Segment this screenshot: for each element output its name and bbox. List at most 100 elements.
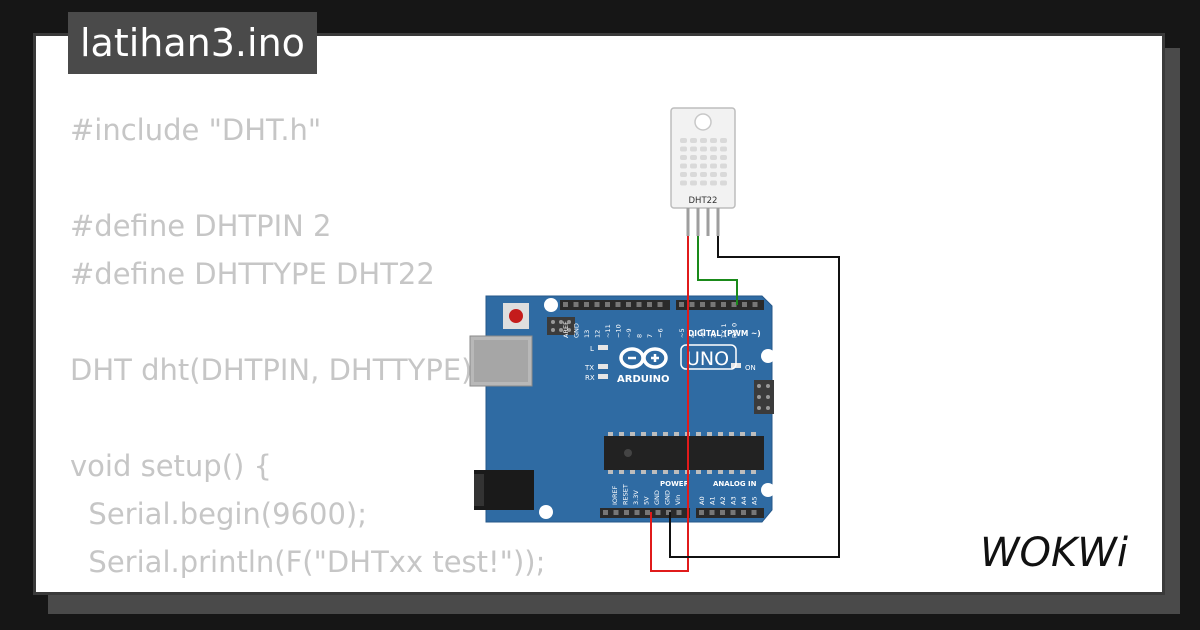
header-pin[interactable] [634, 510, 640, 515]
wire-gnd-black[interactable] [669, 236, 840, 558]
code-line: #define DHTPIN 2 [70, 209, 332, 243]
l-led [598, 345, 608, 350]
digital-pin-label: ~9 [625, 328, 633, 338]
wire-vcc-red[interactable] [650, 236, 689, 572]
header-pin[interactable] [741, 510, 746, 515]
chip-pin [619, 470, 624, 474]
header-pin[interactable] [645, 510, 650, 515]
analog-pin-label: A5 [751, 496, 759, 505]
power-header[interactable] [600, 508, 690, 518]
digital-pin-label: GND [573, 323, 581, 338]
code-line: void setup() { [70, 449, 272, 483]
code-line: #define DHTTYPE DHT22 [70, 257, 435, 291]
header-pin[interactable] [720, 510, 725, 515]
header-pin[interactable] [657, 302, 663, 307]
header-pin[interactable] [710, 302, 716, 307]
chip-pin [696, 432, 701, 436]
header-pin[interactable] [563, 302, 568, 307]
header-pin[interactable] [613, 510, 619, 515]
code-line: DHT dht(DHTPIN, DHTTYPE); [70, 353, 483, 387]
analog-header[interactable] [696, 508, 764, 518]
digital-pin-label: 7 [646, 334, 654, 338]
analog-pin-label: A4 [740, 496, 748, 505]
grille-slot [710, 180, 717, 186]
chip-pin [674, 470, 679, 474]
chip-pin [608, 432, 613, 436]
header-pin[interactable] [605, 302, 610, 307]
chip-pin [641, 470, 646, 474]
mount-hole [761, 483, 775, 497]
dht22-sensor[interactable]: DHT22 [670, 107, 736, 236]
header-pin[interactable] [742, 302, 747, 307]
header-pin[interactable] [721, 302, 726, 307]
header-pin[interactable] [636, 302, 642, 307]
header-pin[interactable] [584, 302, 589, 307]
header-pin[interactable] [751, 510, 757, 515]
chip-pin [718, 432, 723, 436]
board-brand: ARDUINO [617, 374, 669, 385]
grille-slot [700, 146, 707, 152]
chip-pin [696, 470, 701, 474]
header-pin[interactable] [752, 302, 758, 307]
digital-pin-label: 4 [689, 334, 697, 338]
grille-slot [690, 180, 697, 186]
chip-pin [740, 432, 745, 436]
header-pin[interactable] [626, 302, 631, 307]
header-pin[interactable] [731, 302, 737, 307]
header-pin[interactable] [647, 302, 652, 307]
header-pin[interactable] [730, 510, 736, 515]
header-pin[interactable] [709, 510, 715, 515]
digital-header[interactable] [560, 300, 764, 310]
digital-pin-label: ~3 [699, 328, 707, 338]
wire-data-green[interactable] [697, 236, 738, 305]
header-pin[interactable] [666, 510, 671, 515]
header-pin[interactable] [603, 510, 608, 515]
chip-pin [751, 470, 756, 474]
digital-pin-label: RX 0 [731, 323, 739, 338]
grille-slot [680, 163, 687, 169]
atmega-chip [604, 436, 764, 470]
power-pin-label: RESET [622, 484, 630, 505]
chip-pin [740, 470, 745, 474]
chip-pin [652, 432, 657, 436]
grille-slot [690, 138, 697, 143]
power-jack-rim [474, 474, 484, 506]
header-pin[interactable] [689, 302, 695, 307]
header-pin[interactable] [573, 302, 579, 307]
analog-pin-label: A2 [719, 496, 727, 505]
header-pin[interactable] [615, 302, 621, 307]
mount-hole [539, 505, 553, 519]
grille-slot [680, 138, 687, 143]
code-line: Serial.println(F("DHTxx test!")); [70, 545, 546, 579]
digital-pin-label: TX 1 [720, 323, 728, 339]
grille-slot [710, 138, 717, 143]
grille-slot [680, 172, 687, 177]
grille-slot [720, 146, 727, 152]
header-pin[interactable] [679, 302, 684, 307]
grille-slot [700, 138, 707, 143]
board-model: UNO [686, 348, 729, 370]
chip-pin [718, 470, 723, 474]
reset-button[interactable] [509, 309, 523, 323]
header-pin[interactable] [655, 510, 661, 515]
grille-slot [710, 163, 717, 169]
grille-slot [710, 146, 717, 152]
analog-pin-label: A3 [730, 496, 738, 505]
chip-pin [663, 470, 668, 474]
header-pin[interactable] [699, 510, 704, 515]
digital-pin-label: 13 [583, 330, 591, 338]
sensor-label: DHT22 [689, 196, 718, 206]
power-pin-label: IOREF [611, 485, 619, 505]
header-pin[interactable] [594, 302, 600, 307]
header-pin[interactable] [676, 510, 682, 515]
header-pin[interactable] [700, 302, 705, 307]
wokwi-logo-text: WOKWi [980, 530, 1128, 576]
mount-hole-icon [694, 113, 712, 131]
chip-pin [663, 432, 668, 436]
power-pin-label: 3.3V [632, 490, 640, 505]
usb-port-inner [474, 340, 528, 382]
header-pin[interactable] [624, 510, 629, 515]
